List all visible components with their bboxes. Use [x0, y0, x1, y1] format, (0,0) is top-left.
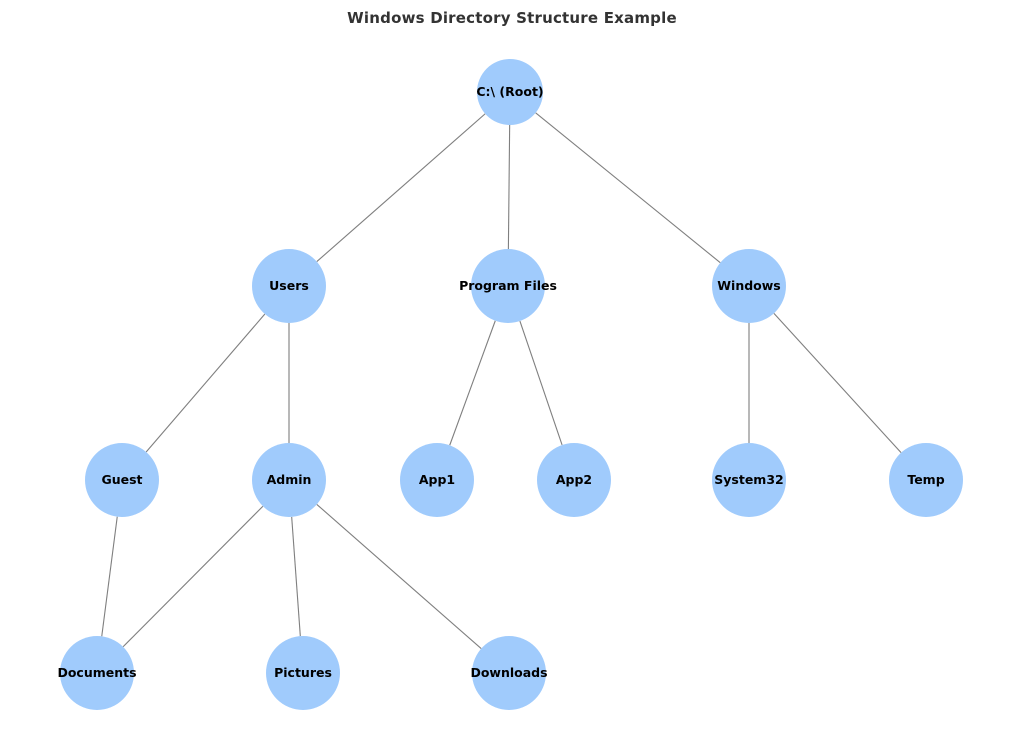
graph-edge-admin-to-pictures — [291, 516, 301, 637]
node-label-guest: Guest — [101, 472, 142, 487]
graph-edge-c-root-to-windows — [535, 112, 721, 264]
graph-edge-c-root-to-program-files — [507, 124, 511, 250]
node-circle-windows[interactable] — [712, 249, 786, 323]
edge-layer — [101, 112, 902, 650]
graph-edge-admin-to-documents — [122, 505, 264, 648]
node-label-documents: Documents — [57, 665, 136, 680]
node-label-temp: Temp — [907, 472, 944, 487]
node-label-system32: System32 — [714, 472, 783, 487]
graph-node-windows[interactable]: Windows — [712, 249, 786, 323]
graph-node-guest[interactable]: Guest — [85, 443, 159, 517]
node-label-windows: Windows — [717, 278, 781, 293]
graph-node-system32[interactable]: System32 — [712, 443, 786, 517]
node-circle-system32[interactable] — [712, 443, 786, 517]
node-circle-admin[interactable] — [252, 443, 326, 517]
graph-node-users[interactable]: Users — [252, 249, 326, 323]
graph-node-app1[interactable]: App1 — [400, 443, 474, 517]
node-label-app1: App1 — [419, 472, 455, 487]
graph-node-temp[interactable]: Temp — [889, 443, 963, 517]
graph-node-pictures[interactable]: Pictures — [266, 636, 340, 710]
node-circle-documents[interactable] — [60, 636, 134, 710]
node-layer: C:\ (Root) Users Program Files WindowsGuest… — [57, 59, 963, 710]
node-circle-temp[interactable] — [889, 443, 963, 517]
graph-edge-admin-to-downloads — [316, 503, 482, 650]
graph-edge-c-root-to-users — [316, 113, 486, 263]
node-label-admin: Admin — [267, 472, 312, 487]
graph-edge-users-to-guest — [145, 313, 266, 453]
graph-node-documents[interactable]: Documents — [57, 636, 137, 710]
graph-node-downloads[interactable]: Downloads — [470, 636, 548, 710]
node-circle-pictures[interactable] — [266, 636, 340, 710]
node-circle-c-root[interactable] — [477, 59, 543, 125]
node-circle-users[interactable] — [252, 249, 326, 323]
node-label-users: Users — [269, 278, 309, 293]
graph-edge-program-files-to-app1 — [449, 320, 496, 446]
graph-edge-program-files-to-app2 — [519, 320, 563, 446]
node-label-app2: App2 — [556, 472, 592, 487]
node-circle-guest[interactable] — [85, 443, 159, 517]
node-circle-app2[interactable] — [537, 443, 611, 517]
node-circle-downloads[interactable] — [472, 636, 546, 710]
node-circle-app1[interactable] — [400, 443, 474, 517]
node-label-pictures: Pictures — [274, 665, 332, 680]
node-label-program-files: Program Files — [459, 278, 557, 293]
graph-node-c-root[interactable]: C:\ (Root) — [476, 59, 544, 125]
page-title: Windows Directory Structure Example — [347, 9, 677, 27]
node-label-c-root: C:\ (Root) — [476, 84, 543, 99]
graph-node-program-files[interactable]: Program Files — [459, 249, 557, 323]
graph-edge-guest-to-documents — [101, 516, 118, 637]
node-circle-program-files[interactable] — [471, 249, 545, 323]
node-label-downloads: Downloads — [470, 665, 547, 680]
graph-node-admin[interactable]: Admin — [252, 443, 326, 517]
graph-edge-windows-to-temp — [773, 312, 902, 454]
graph-node-app2[interactable]: App2 — [537, 443, 611, 517]
